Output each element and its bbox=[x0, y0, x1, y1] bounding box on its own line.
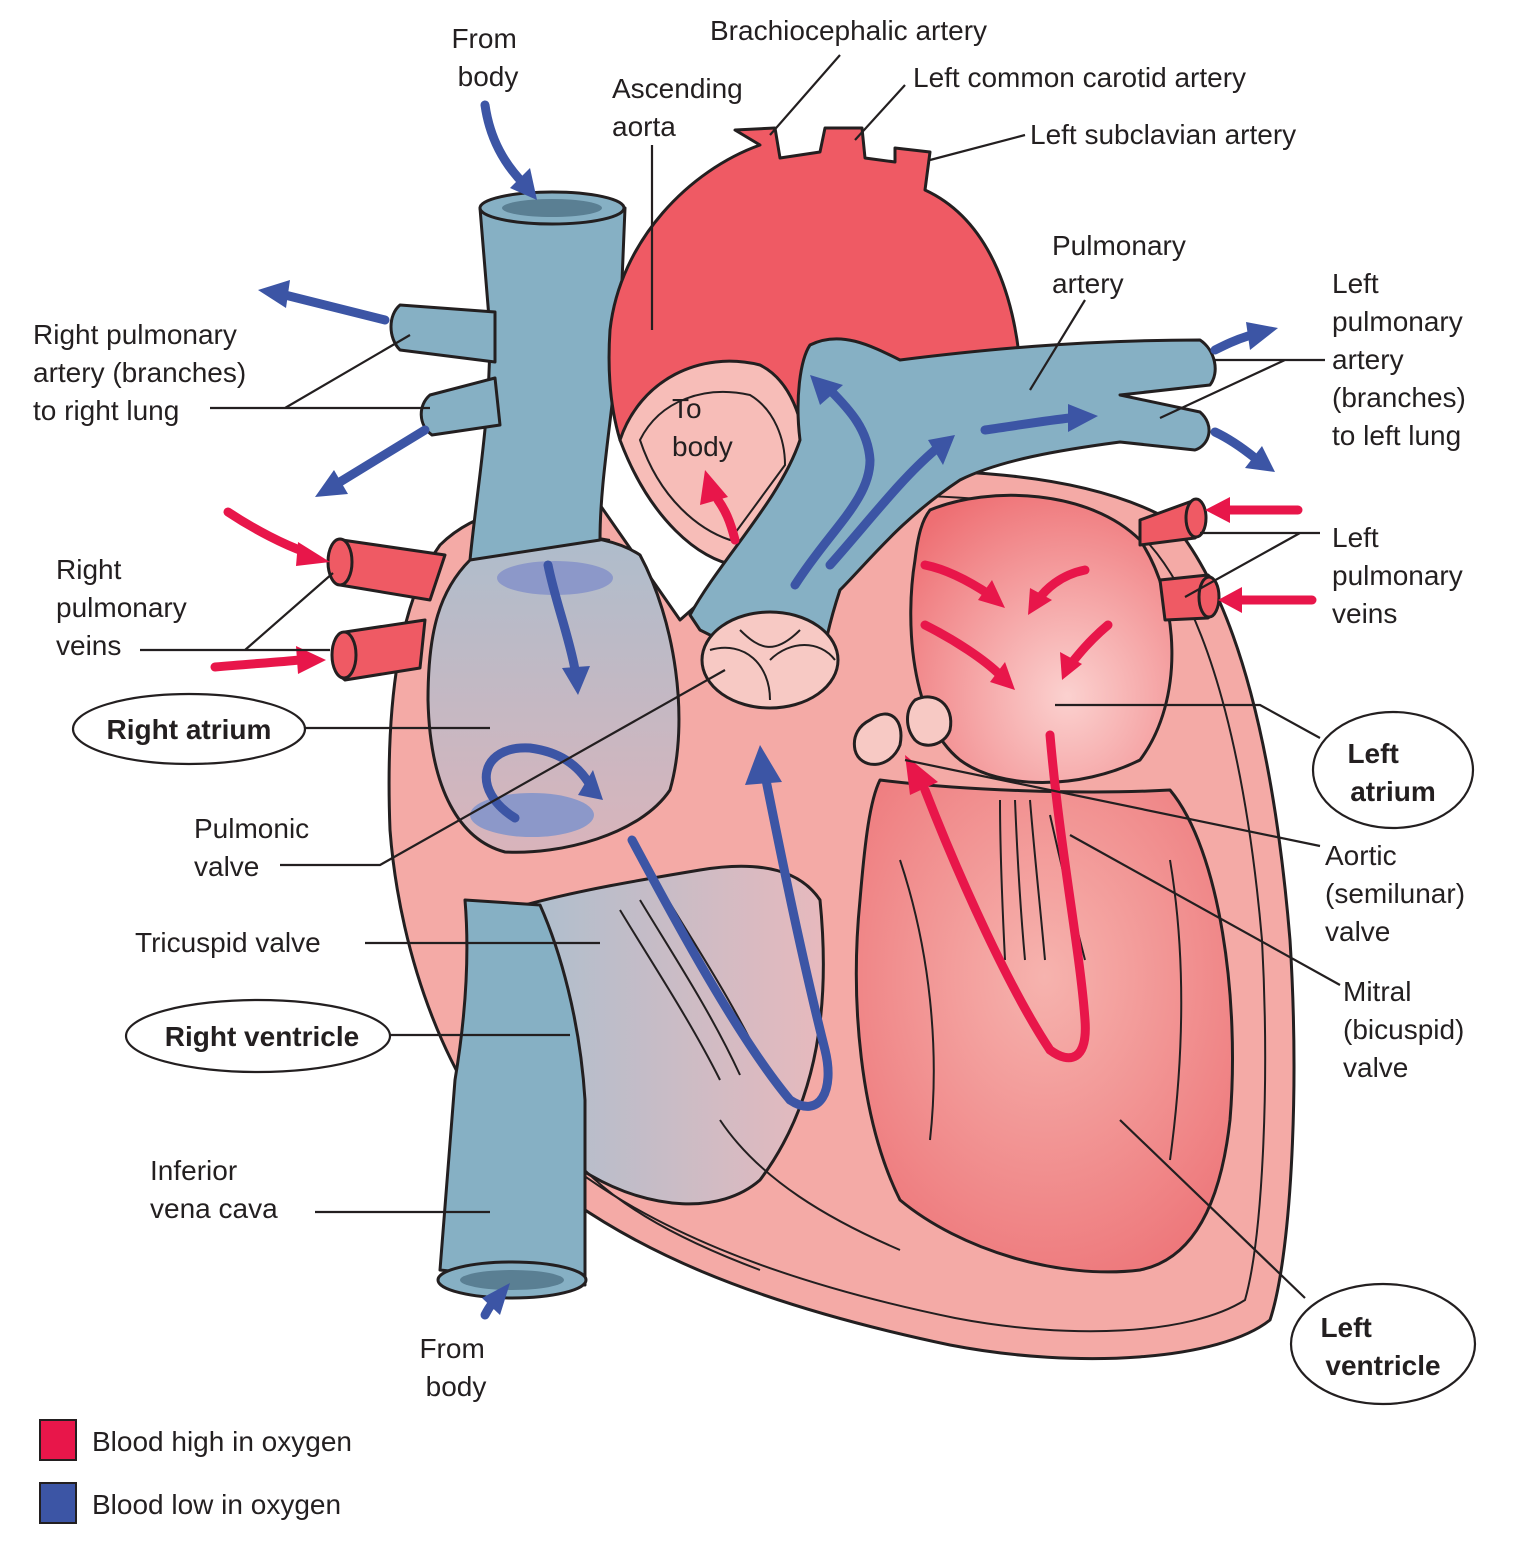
label-left-pulmonary-veins: Left pulmonary veins bbox=[1332, 522, 1471, 629]
label-mitral-valve: Mitral (bicuspid) valve bbox=[1343, 976, 1472, 1083]
label-tricuspid-valve: Tricuspid valve bbox=[135, 927, 321, 958]
label-right-ventricle: Right ventricle bbox=[165, 1021, 359, 1052]
right-pulmonary-artery-lower bbox=[419, 376, 502, 437]
label-pulmonic-valve: Pulmonic valve bbox=[194, 813, 317, 882]
label-right-pulmonary-veins: Right pulmonary veins bbox=[56, 554, 195, 661]
right-pulmonary-veins bbox=[326, 537, 447, 682]
right-pulmonary-artery-upper bbox=[389, 303, 497, 364]
label-to-body: To body bbox=[672, 393, 733, 462]
legend-label-low-oxygen: Blood low in oxygen bbox=[92, 1489, 341, 1520]
label-aortic-valve: Aortic (semilunar) valve bbox=[1325, 840, 1473, 947]
flow-arrows-oxygen-rich bbox=[210, 470, 1317, 1063]
label-left-ventricle: Left ventricle bbox=[1320, 1312, 1440, 1381]
left-ventricle-oval bbox=[1289, 1282, 1477, 1406]
leader-lines bbox=[140, 54, 1341, 1299]
left-ventricle-chamber bbox=[854, 778, 1234, 1274]
label-right-pulmonary-artery: Right pulmonary artery (branches) to rig… bbox=[33, 319, 254, 426]
pulmonary-artery-trunk bbox=[688, 337, 1217, 692]
legend-swatch-low-oxygen bbox=[39, 1482, 77, 1524]
label-left-pulmonary-artery: Left pulmonary artery (branches) to left… bbox=[1332, 268, 1474, 451]
label-brachiocephalic-artery: Brachiocephalic artery bbox=[710, 15, 987, 46]
label-from-body-bottom: From body bbox=[419, 1333, 492, 1402]
label-left-subclavian-artery: Left subclavian artery bbox=[1030, 119, 1296, 150]
label-ascending-aorta: Ascending aorta bbox=[612, 73, 751, 142]
legend-swatch-high-oxygen bbox=[39, 1419, 77, 1461]
right-atrium-oval bbox=[71, 692, 307, 766]
label-left-common-carotid-artery: Left common carotid artery bbox=[913, 62, 1246, 93]
tricuspid-opening bbox=[470, 793, 594, 837]
label-pulmonary-artery: Pulmonary artery bbox=[1052, 230, 1194, 299]
label-right-atrium: Right atrium bbox=[107, 714, 272, 745]
pulmonic-valve bbox=[700, 610, 840, 710]
ascending-aorta-lumen bbox=[638, 391, 787, 542]
legend: Blood high in oxygen Blood low in oxygen bbox=[39, 1419, 352, 1524]
left-pulmonary-veins bbox=[1138, 497, 1221, 622]
flow-arrows-oxygen-poor bbox=[258, 100, 1278, 1320]
right-ventricle-oval bbox=[124, 998, 392, 1074]
label-inferior-vena-cava: Inferior vena cava bbox=[150, 1155, 278, 1224]
aortic-valve bbox=[852, 695, 953, 766]
left-atrium-chamber bbox=[909, 493, 1174, 784]
label-from-body-top: From body bbox=[451, 23, 524, 92]
label-left-atrium: Left atrium bbox=[1347, 738, 1435, 807]
left-atrium-oval bbox=[1311, 710, 1475, 830]
legend-label-high-oxygen: Blood high in oxygen bbox=[92, 1426, 352, 1457]
inferior-vena-cava bbox=[438, 898, 587, 1287]
